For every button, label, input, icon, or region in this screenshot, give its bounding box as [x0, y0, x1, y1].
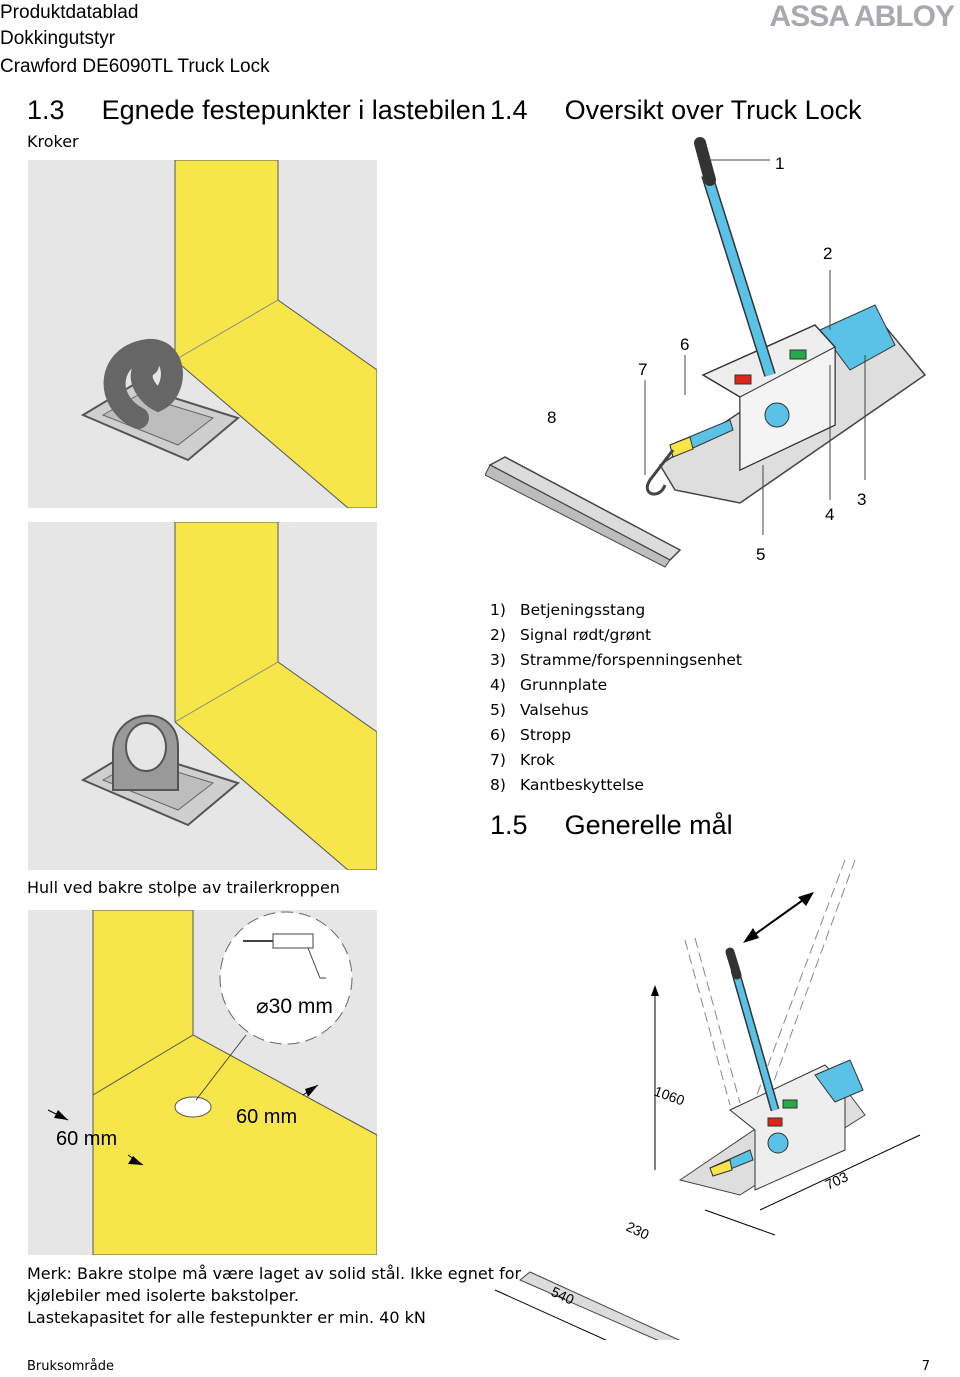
section-1-4-title: Oversikt over Truck Lock [564, 95, 862, 125]
dimensions-drawing: 1060 703 230 540 [494, 859, 921, 1340]
note-block: Merk: Bakre stolpe må være laget av soli… [27, 1263, 521, 1329]
callout-6: 6 [680, 335, 689, 354]
dim-height: 1060 [652, 1083, 687, 1109]
page-number: 7 [921, 1359, 930, 1374]
dim-protector: 540 [549, 1283, 577, 1307]
legend-item: 2)Signal rødt/grønt [490, 626, 652, 644]
note-line: Lastekapasitet for alle festepunkter er … [27, 1308, 426, 1327]
section-1-4-heading: 1.4 Oversikt over Truck Lock [490, 95, 862, 126]
product-name: Crawford DE6090TL Truck Lock [0, 56, 270, 77]
callout-2: 2 [823, 244, 832, 263]
legend-item: 5)Valsehus [490, 701, 589, 719]
callout-7: 7 [638, 360, 647, 379]
hole-caption: Hull ved bakre stolpe av trailerkroppen [27, 878, 340, 897]
note-line: kjølebiler med isolerte bakstolper. [27, 1286, 299, 1305]
hole-dim-right: 60 mm [236, 1106, 297, 1128]
footer-section: Bruksområde [27, 1359, 114, 1374]
parts-legend: 1)Betjeningsstang 2)Signal rødt/grønt 3)… [490, 598, 742, 798]
hole-illustration: ⌀30 mm 60 mm 60 mm [28, 910, 377, 1255]
callout-3: 3 [857, 490, 866, 509]
brand-logo: ASSA ABLOY [769, 0, 955, 33]
dim-length: 703 [823, 1168, 851, 1192]
legend-item: 1)Betjeningsstang [490, 601, 646, 619]
section-1-3-heading: 1.3 Egnede festepunkter i lastebilen [27, 95, 486, 126]
truck-lock-overview: 1 2 3 4 5 6 7 8 [485, 137, 927, 568]
legend-item: 8)Kantbeskyttelse [490, 776, 644, 794]
callout-8: 8 [547, 408, 556, 427]
callout-5: 5 [756, 545, 765, 564]
section-1-5-heading: 1.5 Generelle mål [490, 810, 733, 841]
doc-category: Dokkingutstyr [0, 28, 116, 49]
legend-item: 3)Stramme/forspenningsenhet [490, 651, 742, 669]
hole-dim-left: 60 mm [56, 1128, 117, 1150]
hole-diameter-label: ⌀30 mm [256, 995, 333, 1018]
section-1-3-title: Egnede festepunkter i lastebilen [101, 95, 486, 125]
hook-illustration-1 [28, 160, 377, 508]
section-1-5-number: 1.5 [490, 810, 528, 840]
doc-type: Produktdatablad [0, 2, 139, 23]
dim-width: 230 [624, 1218, 652, 1242]
legend-item: 6)Stropp [490, 726, 572, 744]
hook-illustration-2 [28, 522, 377, 870]
callout-4: 4 [825, 505, 834, 524]
callout-1: 1 [775, 154, 784, 173]
section-1-5-title: Generelle mål [564, 810, 733, 840]
section-1-3-subtitle: Kroker [27, 132, 79, 151]
note-line: Merk: Bakre stolpe må være laget av soli… [27, 1264, 522, 1283]
legend-item: 7)Krok [490, 751, 555, 769]
section-1-4-number: 1.4 [490, 95, 528, 125]
legend-item: 4)Grunnplate [490, 676, 608, 694]
section-1-3-number: 1.3 [27, 95, 65, 125]
